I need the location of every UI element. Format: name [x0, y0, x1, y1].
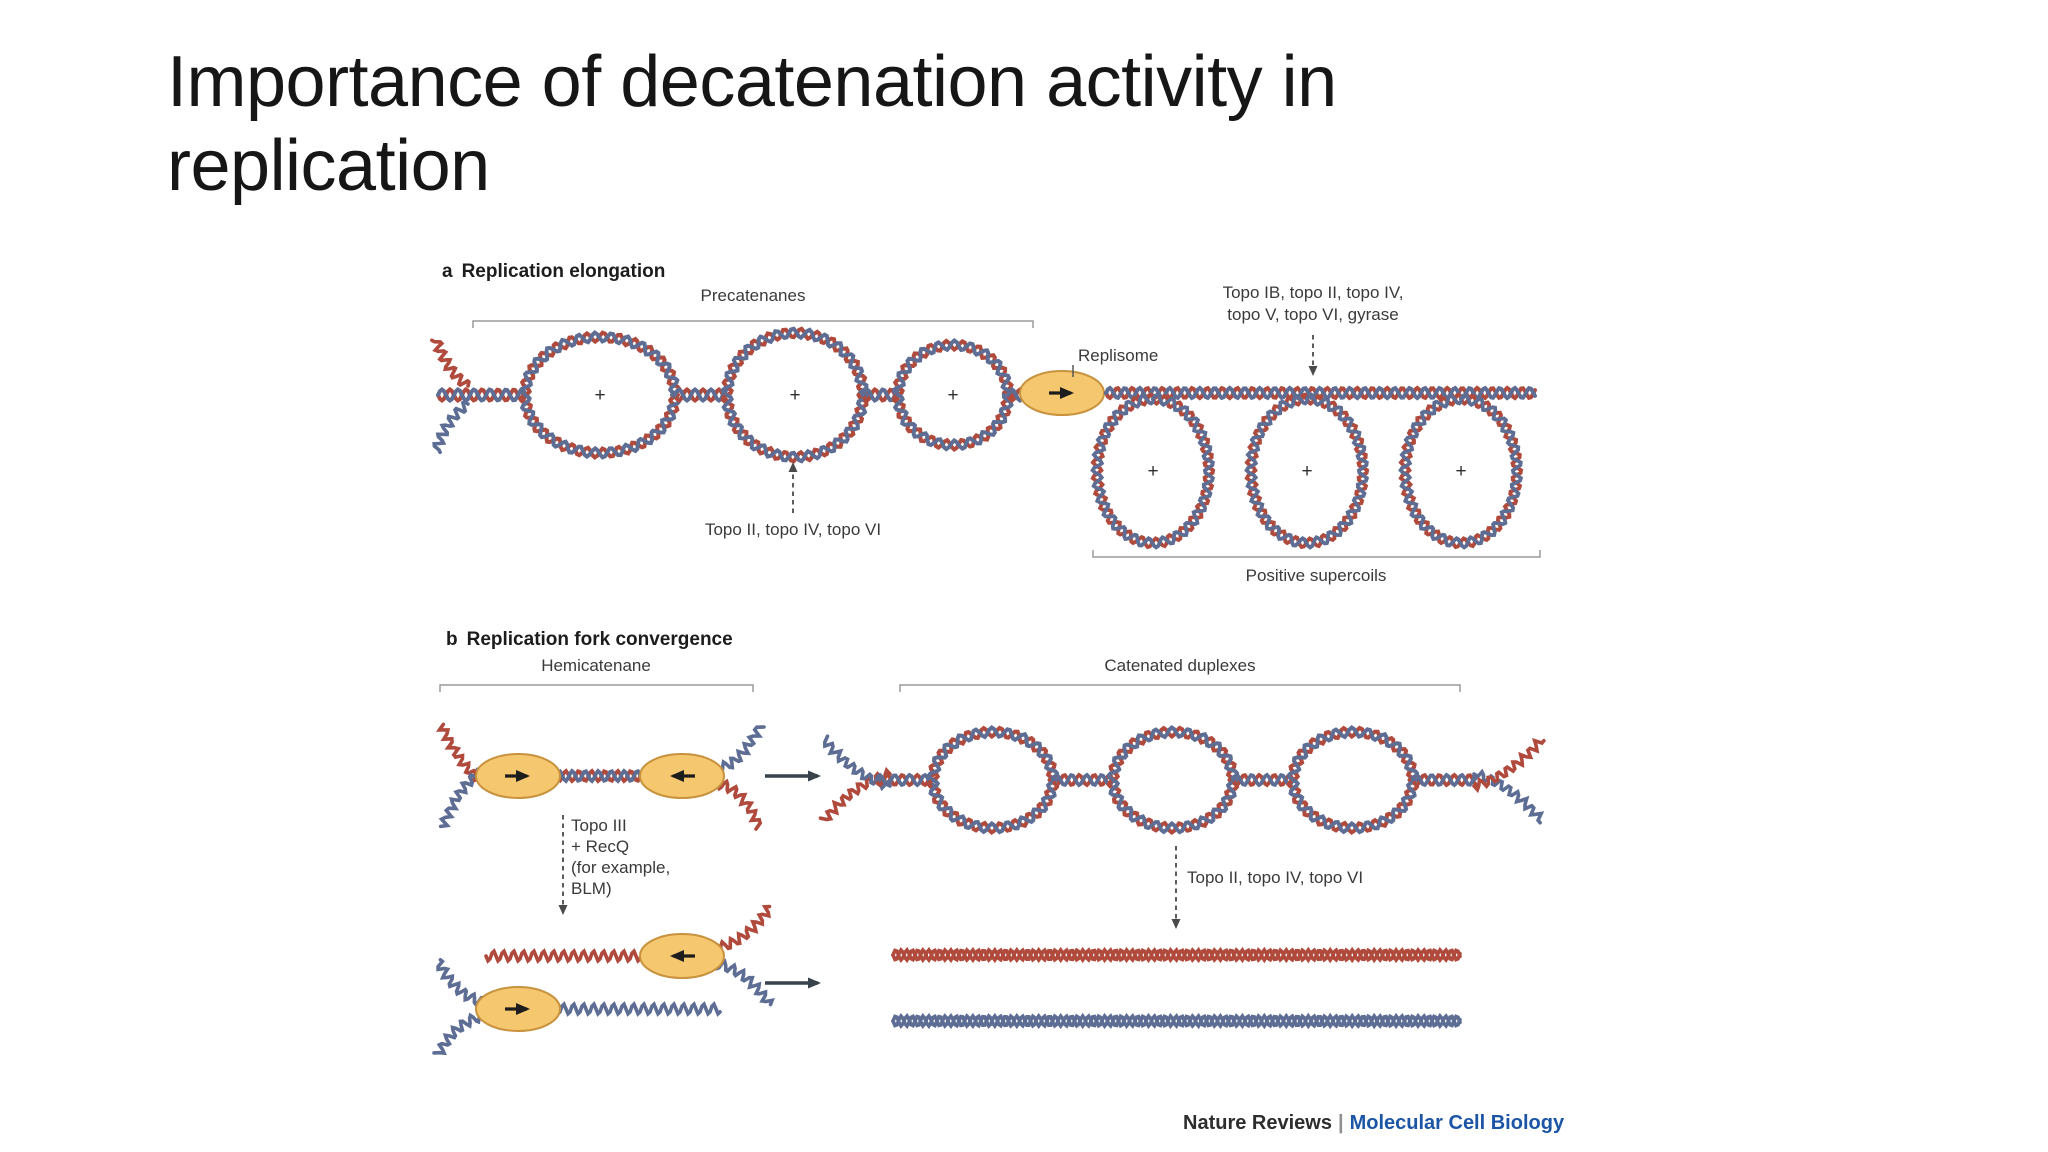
label-topo3-line2: + RecQ: [571, 837, 630, 856]
panel-a-header: a Replication elongation: [442, 261, 665, 283]
label-positive-supercoils: Positive supercoils: [1245, 566, 1387, 585]
label-topo3-line3: (for example,: [571, 858, 671, 877]
bracket-catenated-duplexes: [899, 684, 1461, 692]
plus-sign: +: [1147, 461, 1159, 482]
slide-title-line1: Importance of decatenation activity in: [167, 42, 1337, 122]
panel-a-letter: a: [442, 261, 453, 282]
label-topo3-line1: Topo III: [571, 816, 627, 835]
label-topoisomerases-top-line1: Topo IB, topo II, topo IV,: [1222, 283, 1404, 302]
journal-separator: |: [1337, 1112, 1344, 1134]
label-topoisomerases-top-line2: topo V, topo VI, gyrase: [1227, 305, 1399, 324]
panel-a-title: Replication elongation: [461, 261, 666, 282]
journal-credit: Nature Reviews|Molecular Cell Biology: [1183, 1112, 1564, 1135]
panel-b-letter: b: [446, 629, 458, 650]
panel-b-header: b Replication fork convergence: [446, 629, 733, 651]
panel-b-title: Replication fork convergence: [466, 629, 733, 650]
dna-art: [430, 326, 1546, 1056]
label-topo-bottom-a: Topo II, topo IV, topo VI: [704, 520, 882, 539]
label-replisome: Replisome: [1078, 346, 1159, 365]
label-hemicatenane: Hemicatenane: [541, 656, 651, 675]
dna-diagram-canvas: [430, 320, 1546, 1056]
label-catenated-duplexes: Catenated duplexes: [1104, 656, 1256, 675]
plus-sign: +: [594, 385, 606, 406]
label-topo3-recq: Topo III + RecQ (for example, BLM): [571, 815, 670, 899]
bracket-hemicatenane: [439, 684, 754, 692]
plus-sign: +: [1455, 461, 1467, 482]
journal-publication: Molecular Cell Biology: [1349, 1112, 1565, 1134]
bracket-precatenanes: [472, 320, 1034, 328]
label-precatenanes: Precatenanes: [700, 286, 806, 305]
slide-title-line2: replication: [167, 126, 490, 207]
label-topo-mid-b: Topo II, topo IV, topo VI: [1187, 868, 1364, 887]
slide-title: Importance of decatenation activity in r…: [167, 40, 1337, 208]
journal-name: Nature Reviews: [1183, 1112, 1332, 1134]
label-topoisomerases-top: Topo IB, topo II, topo IV, topo V, topo …: [1223, 282, 1404, 326]
plus-sign: +: [789, 385, 801, 406]
label-topo3-line4: BLM): [571, 879, 612, 898]
plus-sign: +: [947, 385, 959, 406]
figure-annotations: [439, 320, 1541, 989]
replication-figure: a Replication elongation Precatenanes Top…: [430, 255, 1580, 1135]
plus-sign: +: [1301, 461, 1313, 482]
bracket-positive-supercoils: [1092, 550, 1541, 558]
